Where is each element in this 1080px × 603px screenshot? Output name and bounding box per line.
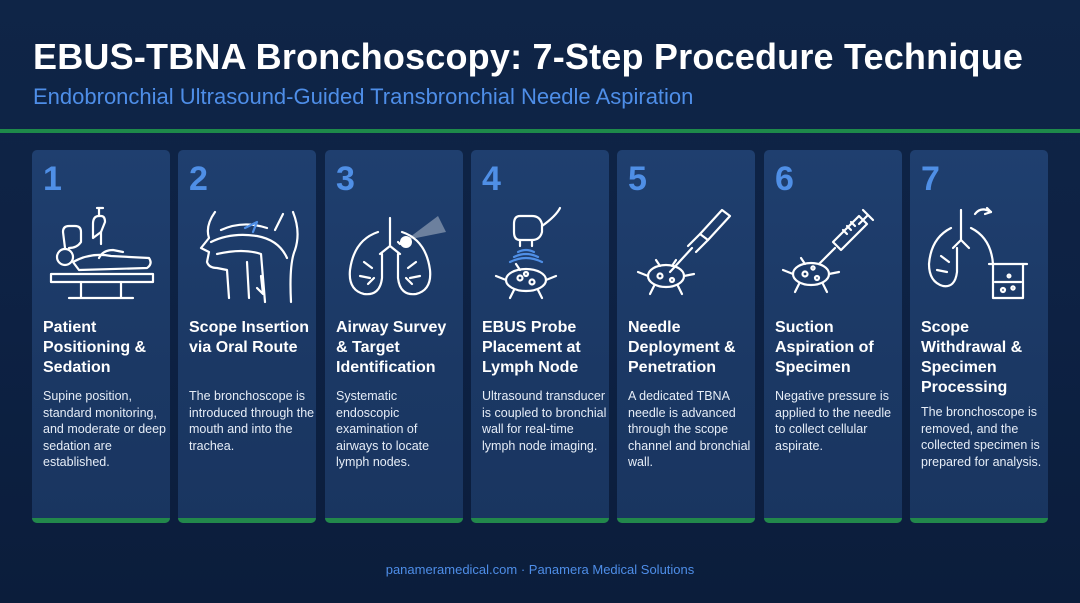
footer-credit: panameramedical.com · Panamera Medical S… xyxy=(385,562,695,577)
page-title: EBUS-TBNA Bronchoscopy: 7-Step Procedure… xyxy=(33,36,1024,77)
header-divider xyxy=(0,129,1080,133)
step-number: 5 xyxy=(628,160,647,198)
step-number: 4 xyxy=(482,160,501,198)
step-description: A dedicated TBNA needle is advanced thro… xyxy=(628,389,751,469)
step-card-5: 5 Needle Deployment & Penetration A dedi… xyxy=(617,150,755,523)
step-card-7: 7 Scope Withdrawal & Specimen Processing… xyxy=(910,150,1048,523)
patient-on-table-icon xyxy=(41,202,161,312)
step-card-4: 4 EBUS Probe Placement at Lymph Node Ult… xyxy=(471,150,609,523)
step-card-3: 3 Airway Survey & Target Identification … xyxy=(325,150,463,523)
step-title: Patient Positioning & Sedation xyxy=(43,319,147,376)
step-title: Scope Insertion via Oral Route xyxy=(189,319,310,356)
step-description: Ultrasound transducer is coupled to bron… xyxy=(482,389,607,453)
syringe-aspiration-icon xyxy=(773,202,893,312)
step-number: 2 xyxy=(189,160,208,198)
step-title: Scope Withdrawal & Specimen Processing xyxy=(921,319,1023,396)
lungs-and-beaker-icon xyxy=(919,202,1039,312)
step-card-1: 1 Patient Positioning & Sedation Supine … xyxy=(32,150,170,523)
step-card-2: 2 Scope Insertion via Oral Route The bro… xyxy=(178,150,316,523)
step-description: Systematic endoscopic examination of air… xyxy=(336,389,430,469)
step-title: EBUS Probe Placement at Lymph Node xyxy=(482,319,581,376)
step-title: Airway Survey & Target Identification xyxy=(336,319,447,376)
lungs-with-light-icon xyxy=(334,202,454,312)
step-description: The bronchoscope is introduced through t… xyxy=(189,389,315,453)
needle-into-node-icon xyxy=(626,202,746,312)
head-profile-airway-icon xyxy=(187,202,307,312)
step-title: Needle Deployment & Penetration xyxy=(628,319,736,376)
step-number: 3 xyxy=(336,160,355,198)
step-description: Supine position, standard monitoring, an… xyxy=(43,389,167,469)
ultrasound-probe-icon xyxy=(480,202,600,312)
step-number: 7 xyxy=(921,160,940,198)
step-number: 6 xyxy=(775,160,794,198)
page-subtitle: Endobronchial Ultrasound-Guided Transbro… xyxy=(33,84,694,109)
step-card-6: 6 Suction Aspiration of Specimen Negativ… xyxy=(764,150,902,523)
step-number: 1 xyxy=(43,160,62,198)
step-description: Negative pressure is applied to the need… xyxy=(775,389,892,453)
step-title: Suction Aspiration of Specimen xyxy=(775,319,874,376)
step-description: The bronchoscope is removed, and the col… xyxy=(921,405,1042,469)
